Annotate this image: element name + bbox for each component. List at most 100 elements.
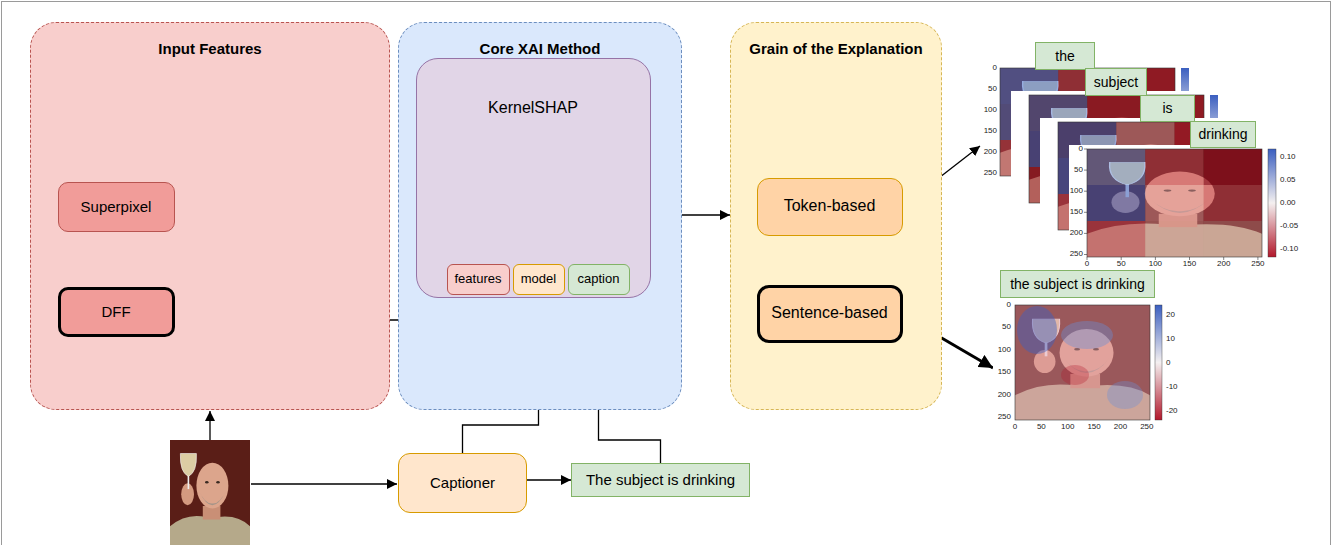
axis-tick: -0.10 <box>1280 245 1298 253</box>
token-label: subject <box>1085 68 1147 96</box>
token-heatmap-part <box>1145 149 1203 185</box>
grain-panel: Token-basedSentence-basedGrain of the Ex… <box>730 22 942 410</box>
axis-tick: 150 <box>1070 208 1083 216</box>
sentence-heatmap-part <box>1015 305 1150 420</box>
sentence-heatmap <box>993 301 1183 436</box>
sentence-heatmap-part <box>1155 305 1162 420</box>
axis-tick: 150 <box>1183 260 1196 268</box>
axis-tick: -20 <box>1166 407 1178 415</box>
axis-tick: -0.05 <box>1280 222 1298 230</box>
token-heatmap-part <box>1204 185 1262 221</box>
axis-tick: 50 <box>1074 166 1083 174</box>
input-port: features <box>447 264 510 295</box>
token-heatmap-part <box>1087 149 1145 185</box>
token-heatmap-part <box>1204 221 1262 257</box>
axis-tick: 250 <box>984 169 997 177</box>
axis-tick: 50 <box>1002 323 1011 331</box>
node-text: Token-based <box>784 197 876 215</box>
process-box: Superpixel <box>58 182 175 232</box>
node-text: Superpixel <box>81 198 152 215</box>
axis-tick: 250 <box>1251 260 1264 268</box>
token-label: drinking <box>1190 121 1256 148</box>
token-heatmap-part <box>1084 149 1258 260</box>
connector-arrow <box>527 479 571 480</box>
node-text: the <box>1055 48 1074 64</box>
input-features-panel: SuperpixelDFF Input Features <box>30 22 390 410</box>
node-text: the subject is drinking <box>1010 276 1145 292</box>
token-heatmap-part <box>1087 221 1145 257</box>
sentence-heatmap-part <box>1015 305 1150 420</box>
axis-tick: 100 <box>1061 423 1074 431</box>
token-heatmap-part <box>1145 185 1203 221</box>
axis-tick: 200 <box>1217 260 1230 268</box>
axis-tick: 0 <box>1166 359 1170 367</box>
axis-tick: 200 <box>1114 423 1127 431</box>
axis-tick: 50 <box>988 85 997 93</box>
axis-tick: 150 <box>998 368 1011 376</box>
connector-arrow <box>682 214 730 215</box>
axis-tick: 150 <box>984 127 997 135</box>
token-label: is <box>1140 95 1195 122</box>
token-heatmap-part <box>1087 149 1262 257</box>
input-port: caption <box>568 264 630 295</box>
node-text: model <box>521 272 556 287</box>
axis-tick: 0 <box>1007 301 1011 309</box>
sentence-heatmap-part <box>1015 305 1150 420</box>
axis-tick: 50 <box>1117 260 1126 268</box>
token-heatmap-part <box>1204 149 1262 185</box>
process-box: DFF <box>58 287 175 337</box>
axis-tick: 200 <box>984 148 997 156</box>
node-text: DFF <box>101 303 130 320</box>
axis-tick: 100 <box>1070 187 1083 195</box>
input-port: model <box>513 264 565 295</box>
option-box: Token-based <box>757 178 903 236</box>
axis-tick: 0 <box>1013 423 1017 431</box>
node-text: Input Features <box>158 40 261 57</box>
layout-arrows-part <box>209 411 210 440</box>
node-text: KernelSHAP <box>488 99 578 117</box>
captioner-box: Captioner <box>398 453 527 513</box>
axis-tick: 200 <box>998 391 1011 399</box>
node-text: is <box>1162 100 1172 116</box>
axis-tick: 20 <box>1166 311 1175 319</box>
axis-tick: 10 <box>1166 335 1175 343</box>
method-panel: features model caption KernelSHAP Core XAI M… <box>398 22 682 410</box>
axis-tick: 250 <box>1070 250 1083 258</box>
axis-tick: 50 <box>1037 423 1046 431</box>
node-text: features <box>455 272 502 287</box>
node-text: drinking <box>1198 126 1247 142</box>
token-heatmap-part <box>1087 185 1145 221</box>
axis-tick: 200 <box>1070 229 1083 237</box>
node-text: Core XAI Method <box>480 40 601 57</box>
axis-tick: 0.05 <box>1280 176 1296 184</box>
sentence-heatmap-part <box>1107 381 1143 409</box>
node-text: Sentence-based <box>771 304 888 322</box>
token-heatmap-part <box>1268 149 1276 257</box>
sentence-heatmap-part <box>993 301 1183 436</box>
sentence-heatmap-part <box>1061 365 1089 385</box>
sentence-label: the subject is drinking <box>1000 270 1155 298</box>
sentence-heatmap-part <box>1017 306 1057 354</box>
axis-tick: 250 <box>1140 423 1153 431</box>
input-photo <box>170 440 250 545</box>
node-text: caption <box>578 272 620 287</box>
axis-tick: 100 <box>984 106 997 114</box>
axis-tick: 0 <box>1079 145 1083 153</box>
node-text: The subject is drinking <box>586 471 735 488</box>
node-text: subject <box>1094 74 1138 90</box>
node-text: Captioner <box>430 474 495 491</box>
axis-tick: 0 <box>1085 260 1089 268</box>
method-box: features model caption KernelSHAP <box>416 58 651 298</box>
axis-tick: 150 <box>1087 423 1100 431</box>
input-photo-part <box>170 440 250 545</box>
token-heatmap <box>1069 145 1304 271</box>
token-heatmap-part <box>1087 149 1262 257</box>
axis-tick: 250 <box>998 413 1011 421</box>
axis-tick: 0.00 <box>1280 199 1296 207</box>
token-heatmap-part <box>1069 145 1304 271</box>
axis-tick: 0.10 <box>1280 153 1296 161</box>
caption-box: The subject is drinking <box>571 463 750 497</box>
axis-tick: 0 <box>993 64 997 72</box>
